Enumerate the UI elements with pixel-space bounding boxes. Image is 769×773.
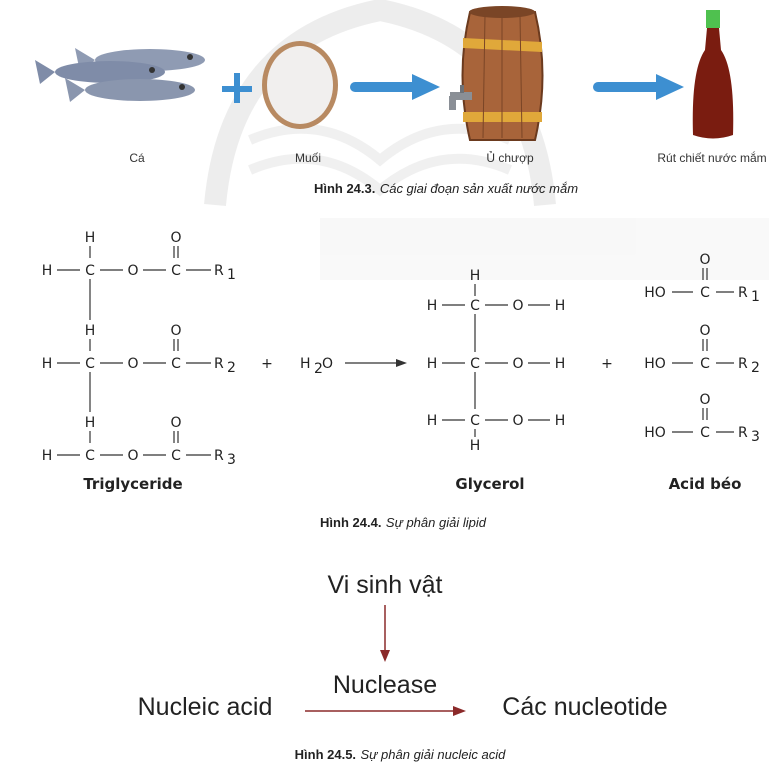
product-label: Các nucleotide [502, 693, 667, 721]
atom-c: C [700, 425, 710, 441]
arrow-right-icon [350, 74, 440, 100]
atom-o: O [127, 448, 138, 464]
atom-ho: HO [644, 425, 666, 441]
stage-label-fermentation: Ủ chượp [486, 150, 534, 165]
atom-o: O [170, 323, 181, 339]
subscript: 2 [314, 361, 323, 377]
atom-h: H [42, 263, 53, 279]
tap-icon [449, 85, 472, 110]
figure-24-3-caption: Hình 24.3. Các giai đoạn sản xuất nước m… [314, 180, 578, 197]
atom-c: C [700, 285, 710, 301]
plus-icon [222, 73, 252, 103]
atom-h: H [427, 413, 438, 429]
atom-c: C [470, 356, 480, 372]
barrel-icon [461, 6, 544, 141]
stage-label-salt: Muối [295, 151, 321, 165]
subscript: 3 [751, 429, 760, 445]
atom-r: R [738, 425, 748, 441]
atom-o: O [170, 415, 181, 431]
atom-h: H [427, 356, 438, 372]
atom-o: O [322, 356, 333, 372]
atom-h: H [555, 413, 566, 429]
subscript: 1 [227, 267, 236, 283]
atom-o: O [512, 413, 523, 429]
atom-c: C [470, 413, 480, 429]
figure-24-5-caption: Hình 24.5. Sự phân giải nucleic acid [295, 746, 506, 763]
fatty-acid-label: Acid béo [669, 475, 742, 493]
stage-label-fish: Cá [129, 151, 145, 165]
atom-h: H [85, 415, 96, 431]
subscript: 1 [751, 289, 760, 305]
atom-ho: HO [644, 356, 666, 372]
atom-o: O [699, 252, 710, 268]
atom-r: R [738, 356, 748, 372]
plus-sign: + [261, 356, 273, 372]
atom-c: C [171, 263, 181, 279]
atom-h: H [85, 323, 96, 339]
arrow-right-icon [305, 706, 466, 716]
fish-icon [35, 48, 205, 102]
caption-number: Hình 24.5. [295, 747, 356, 762]
atom-c: C [171, 356, 181, 372]
figure-24-4-caption: Hình 24.4. Sự phân giải lipid [320, 514, 487, 531]
caption-text: Sự phân giải lipid [386, 515, 487, 530]
atom-c: C [700, 356, 710, 372]
arrow-head [396, 359, 407, 367]
atom-r: R [738, 285, 748, 301]
atom-r: R [214, 448, 224, 464]
atom-h: H [470, 438, 481, 454]
atom-ho: HO [644, 285, 666, 301]
atom-h: H [42, 448, 53, 464]
agent-label: Vi sinh vật [328, 571, 443, 599]
plus-sign: + [601, 356, 613, 372]
caption-text: Sự phân giải nucleic acid [361, 747, 507, 762]
atom-c: C [85, 263, 95, 279]
caption-number: Hình 24.4. [320, 515, 381, 530]
fish-sauce-bottle-icon [692, 10, 734, 139]
caption-number: Hình 24.3. [314, 181, 375, 196]
atom-r: R [214, 356, 224, 372]
atom-o: O [512, 298, 523, 314]
arrow-right-icon [593, 74, 684, 100]
stage-label-extraction: Rút chiết nước mắm [657, 150, 766, 165]
subscript: 2 [227, 360, 236, 376]
caption-text: Các giai đoạn sản xuất nước mắm [380, 181, 578, 196]
glycerol-label: Glycerol [455, 475, 524, 493]
atom-h: H [427, 298, 438, 314]
atom-c: C [470, 298, 480, 314]
atom-h: H [42, 356, 53, 372]
atom-c: C [85, 448, 95, 464]
subscript: 2 [751, 360, 760, 376]
atom-o: O [699, 392, 710, 408]
atom-r: R [214, 263, 224, 279]
atom-o: O [699, 323, 710, 339]
atom-o: O [127, 263, 138, 279]
atom-h: H [85, 230, 96, 246]
atom-h: H [555, 356, 566, 372]
atom-o: O [170, 230, 181, 246]
atom-o: O [512, 356, 523, 372]
substrate-label: Nucleic acid [138, 693, 273, 721]
atom-c: C [171, 448, 181, 464]
enzyme-label: Nuclease [333, 671, 437, 699]
arrow-down-icon [380, 605, 390, 662]
atom-h: H [470, 268, 481, 284]
subscript: 3 [227, 452, 236, 468]
atom-o: O [127, 356, 138, 372]
atom-h: H [300, 356, 311, 372]
salt-bowl-icon [262, 41, 338, 129]
atom-c: C [85, 356, 95, 372]
atom-h: H [555, 298, 566, 314]
triglyceride-label: Triglyceride [83, 475, 182, 493]
